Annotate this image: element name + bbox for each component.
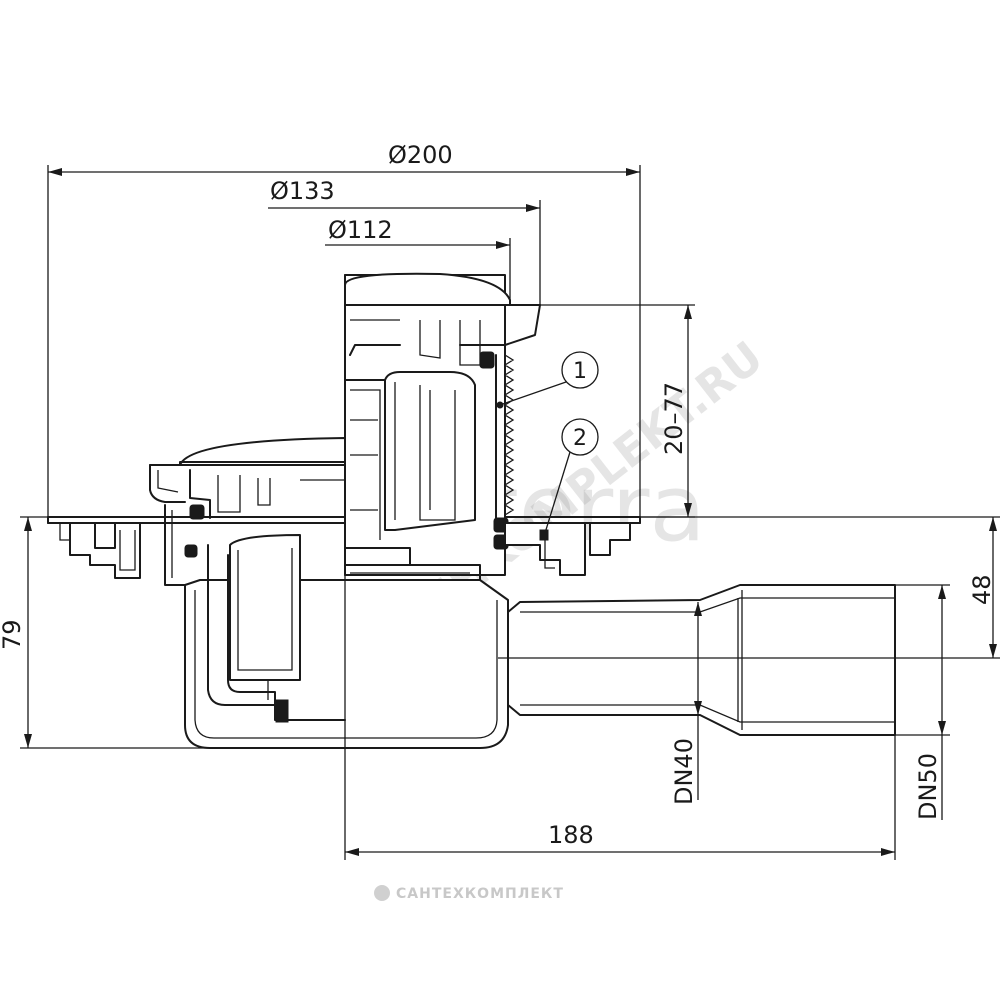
dim-overall-diameter: Ø200 — [388, 141, 453, 169]
dim-outlet-length: 188 — [548, 821, 594, 849]
footer-watermark-text: САНТЕХКОМПЛЕКТ — [396, 886, 564, 902]
dim-outer-outlet: DN50 — [914, 753, 942, 820]
callout-1: 1 — [496, 351, 599, 409]
callout-2-number: 2 — [573, 426, 587, 451]
outlet-pipe — [498, 584, 1000, 736]
dim-flange-diameter: Ø133 — [270, 177, 335, 205]
lower-grate — [149, 437, 346, 586]
dim-grate-diameter: Ø112 — [328, 216, 393, 244]
upper-extension — [344, 272, 541, 581]
left-flange-details — [69, 522, 141, 579]
dim-total-height: 79 — [0, 619, 26, 650]
dim-outlet-axis-height: 48 — [968, 574, 996, 605]
trap-body — [184, 534, 509, 749]
thread-ridges — [495, 354, 515, 521]
callout-2: 2 — [541, 418, 599, 537]
dimension-labels: Ø200 Ø133 Ø112 20–77 79 48 DN40 DN50 188 — [0, 141, 996, 849]
callout-1-number: 1 — [573, 359, 587, 384]
dim-height-range: 20–77 — [660, 382, 688, 455]
dim-inner-outlet: DN40 — [670, 738, 698, 805]
footer-watermark: САНТЕХКОМПЛЕКТ — [374, 885, 564, 902]
dimension-lines — [20, 165, 1000, 860]
